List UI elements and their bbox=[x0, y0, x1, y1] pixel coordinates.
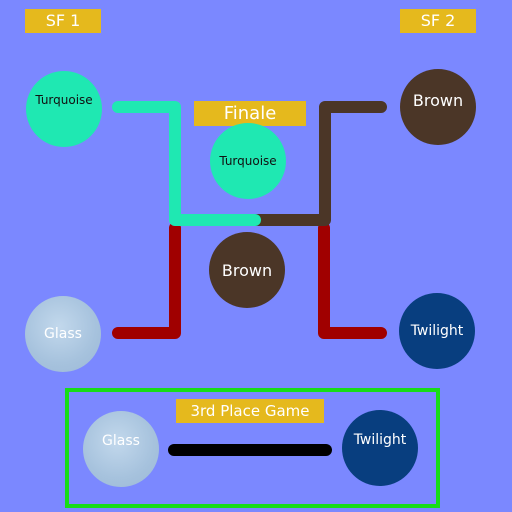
sf2-top-team[interactable]: Brown bbox=[400, 69, 476, 145]
sf2-winner-line bbox=[249, 101, 387, 226]
sf2-loser-line bbox=[318, 222, 387, 339]
team-name: Glass bbox=[102, 433, 140, 449]
third-place-frame bbox=[65, 388, 440, 508]
finale-label: Finale bbox=[194, 101, 306, 126]
sf2-bottom-team[interactable]: Twilight bbox=[399, 293, 475, 369]
team-name: Brown bbox=[412, 91, 464, 110]
team-name: Glass bbox=[44, 326, 82, 342]
sf1-bottom-team[interactable]: Glass bbox=[25, 296, 101, 372]
sf1-loser-line bbox=[112, 222, 181, 339]
sf1-top-team[interactable]: Turquoise bbox=[26, 71, 102, 147]
third-place-label: 3rd Place Game bbox=[176, 399, 324, 423]
team-name: Turquoise bbox=[219, 154, 277, 168]
team-name: Brown bbox=[221, 260, 273, 280]
team-name: Turquoise bbox=[35, 93, 93, 107]
finale-bottom-team[interactable]: Brown bbox=[209, 232, 285, 308]
third-place-right-team[interactable]: Twilight bbox=[342, 410, 418, 486]
sf2-label: SF 2 bbox=[400, 9, 476, 33]
sf1-winner-line bbox=[112, 101, 261, 226]
finale-top-team[interactable]: Turquoise bbox=[210, 123, 286, 199]
team-name: Twilight bbox=[410, 323, 464, 339]
sf1-label: SF 1 bbox=[25, 9, 101, 33]
third-place-left-team[interactable]: Glass bbox=[83, 411, 159, 487]
team-name: Twilight bbox=[353, 432, 407, 448]
